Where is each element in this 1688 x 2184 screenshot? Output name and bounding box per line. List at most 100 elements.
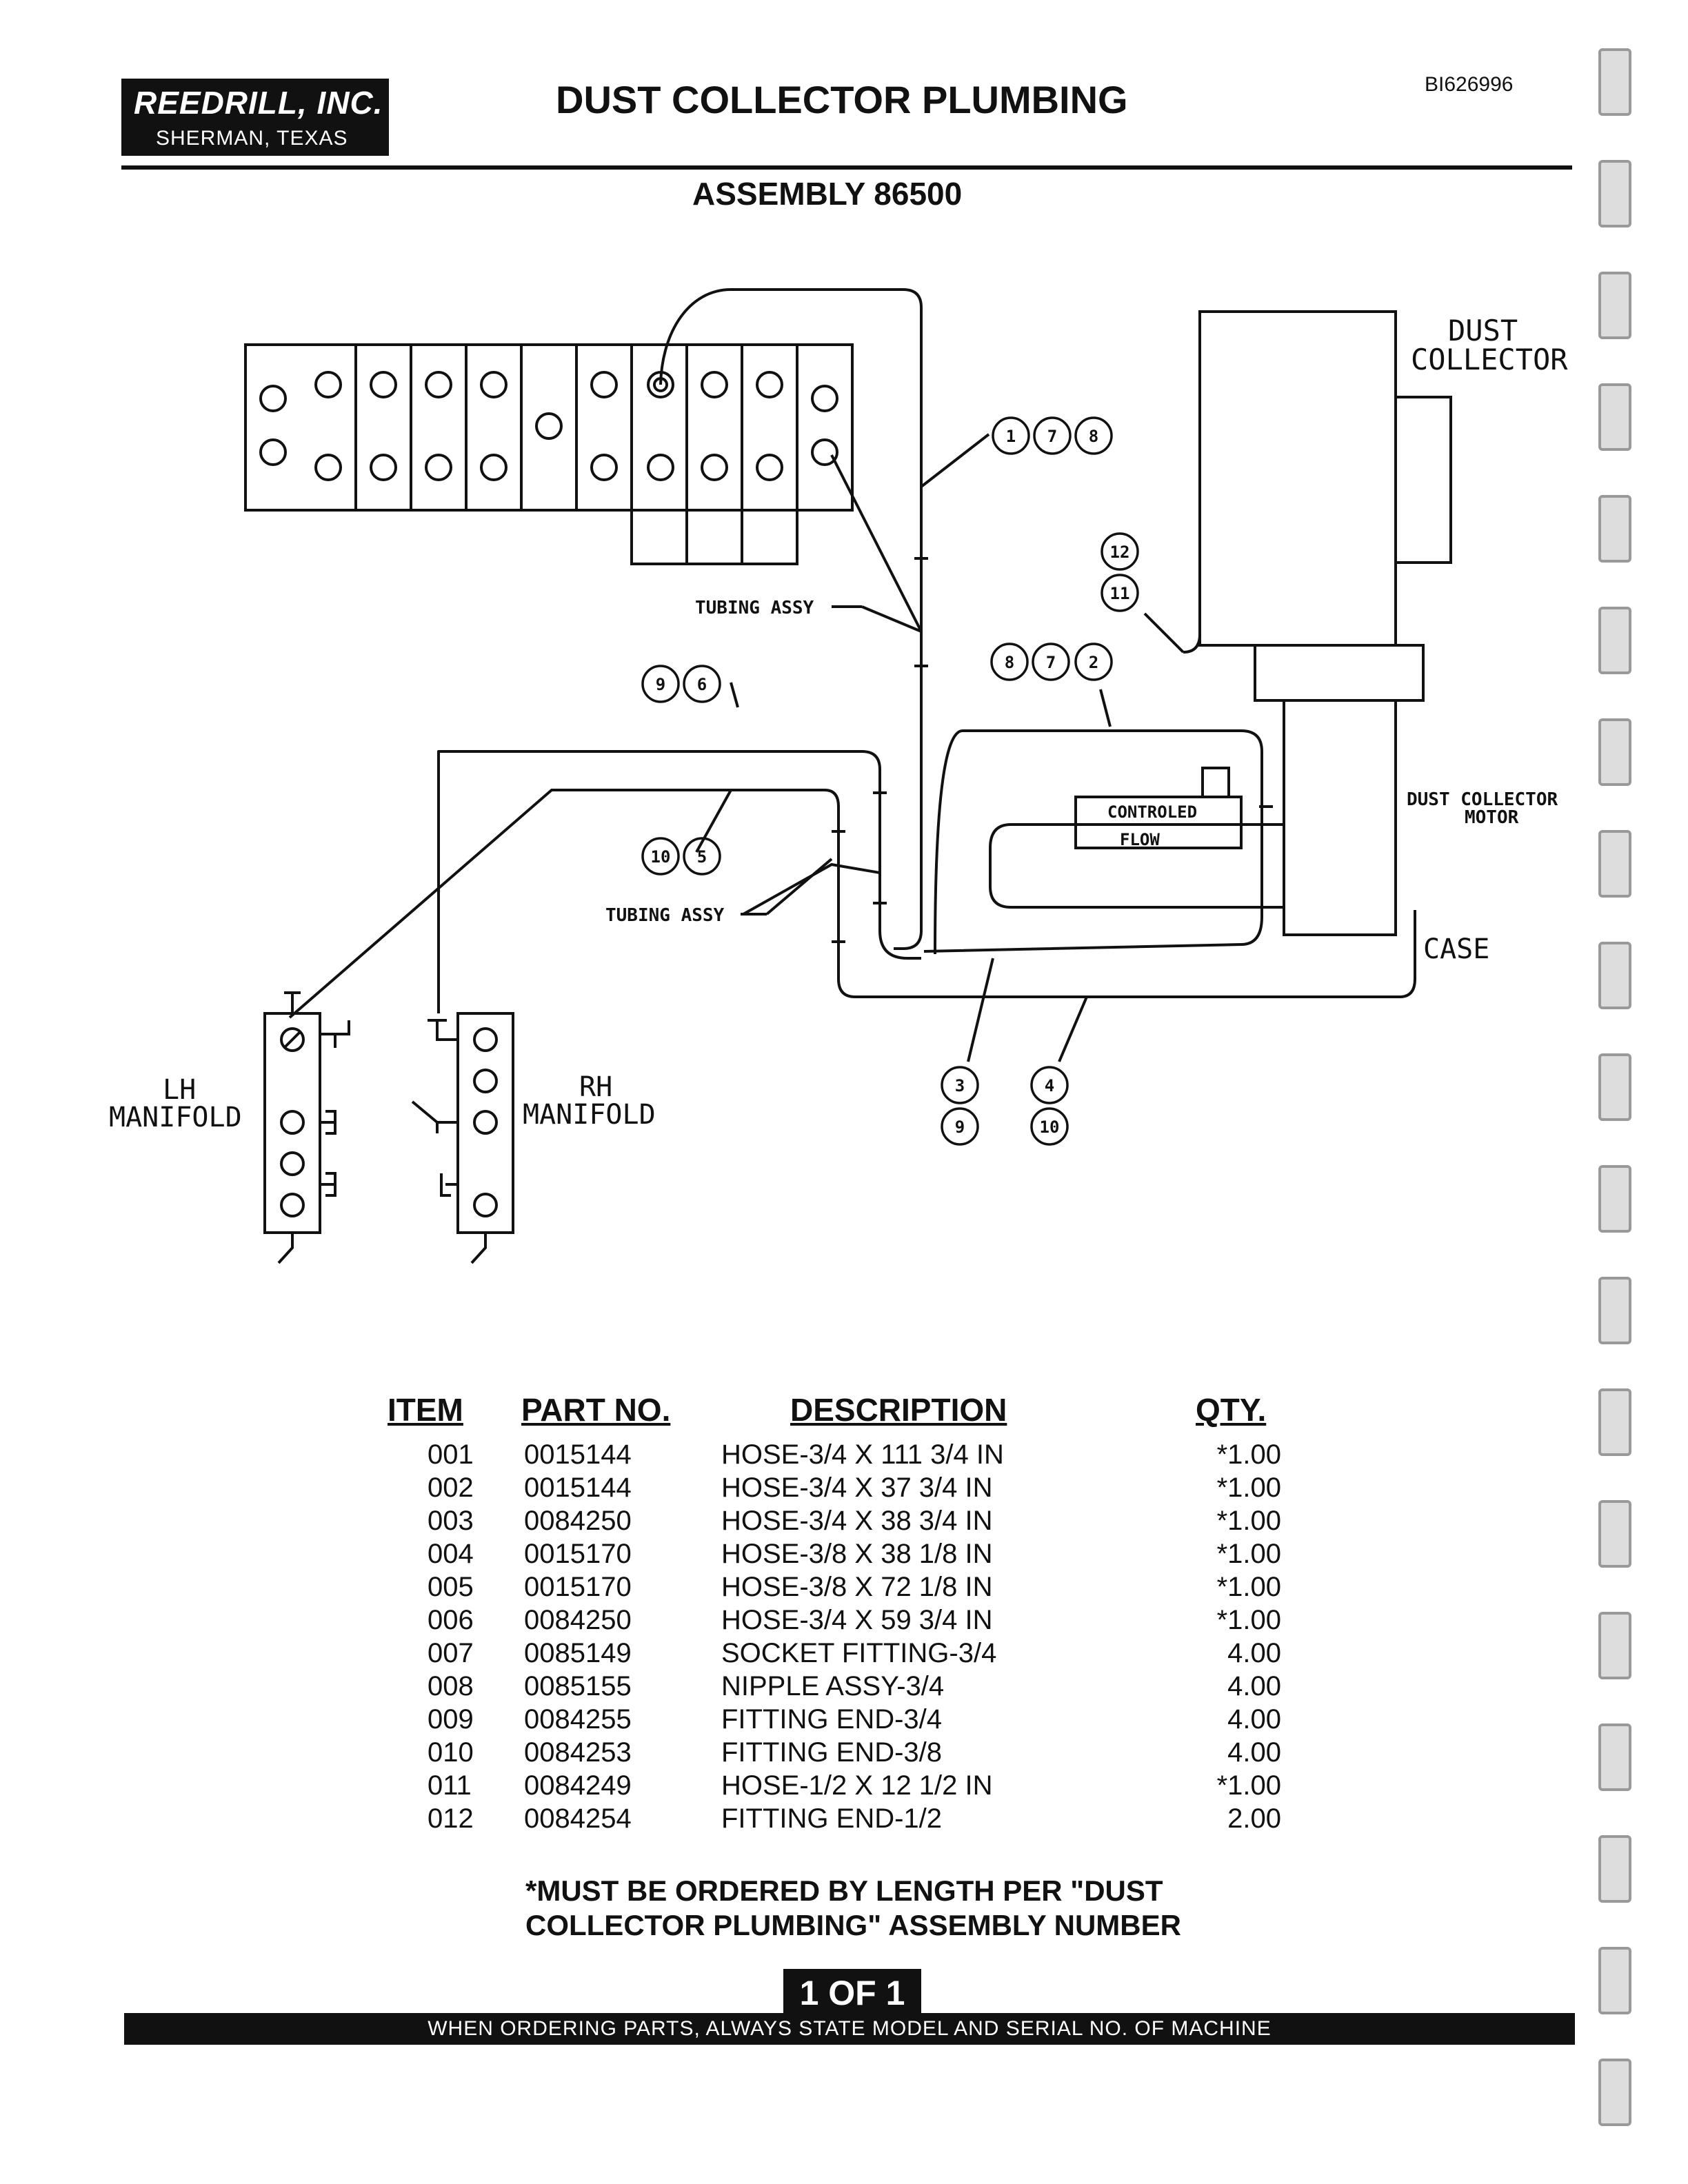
- controled-label: CONTROLED: [1107, 802, 1197, 822]
- part-no-cell: 0084255: [524, 1704, 632, 1735]
- item-cell: 009: [428, 1704, 474, 1735]
- dust-collector: [1198, 310, 1452, 936]
- rh-manifold-label: MANIFOLD: [523, 1099, 656, 1131]
- description-cell: NIPPLE ASSY-3/4: [721, 1671, 945, 1701]
- col-header-part-no: PART NO.: [521, 1392, 671, 1428]
- part-no-cell: 0085155: [524, 1671, 632, 1701]
- qty-cell: 4.00: [1227, 1638, 1281, 1668]
- controled-flow-valve: [1074, 767, 1243, 849]
- rh-label: RH: [579, 1071, 612, 1103]
- col-header-description: DESCRIPTION: [790, 1392, 1007, 1428]
- callout-numbers: 1 7 8 12 11 8 7 2 9 6 10 5 3 9 4 10: [651, 427, 1130, 1137]
- callout-number: 3: [955, 1076, 965, 1095]
- binding-hole: [1598, 1500, 1631, 1568]
- qty-cell: 4.00: [1227, 1737, 1281, 1768]
- case-label: CASE: [1423, 933, 1489, 965]
- qty-cell: *1.00: [1216, 1506, 1281, 1536]
- item-cell: 008: [428, 1671, 474, 1701]
- description-cell: HOSE-3/4 X 59 3/4 IN: [721, 1605, 993, 1635]
- item-cell: 003: [428, 1506, 474, 1536]
- qty-cell: 4.00: [1227, 1671, 1281, 1701]
- item-cell: 007: [428, 1638, 474, 1668]
- qty-cell: *1.00: [1216, 1473, 1281, 1503]
- col-header-qty: QTY.: [1196, 1392, 1267, 1428]
- callout-number: 10: [651, 847, 671, 867]
- binding-hole: [1598, 942, 1631, 1009]
- description-cell: SOCKET FITTING-3/4: [721, 1638, 997, 1668]
- item-cell: 001: [428, 1439, 474, 1470]
- part-no-cell: 0084253: [524, 1737, 632, 1768]
- description-cell: HOSE-3/4 X 37 3/4 IN: [721, 1473, 993, 1503]
- part-no-cell: 0084250: [524, 1506, 632, 1536]
- binding-hole: [1598, 1053, 1631, 1121]
- dust-collector-motor-label-2: MOTOR: [1465, 807, 1519, 828]
- callout-number: 5: [697, 847, 707, 867]
- item-cell: 002: [428, 1473, 474, 1503]
- callout-number: 2: [1089, 653, 1098, 672]
- item-cell: 005: [428, 1572, 474, 1602]
- description-cell: HOSE-1/2 X 12 1/2 IN: [721, 1770, 993, 1801]
- description-cell: FITTING END-3/4: [721, 1704, 943, 1735]
- description-cell: FITTING END-1/2: [721, 1803, 943, 1834]
- callout-number: 8: [1089, 427, 1098, 446]
- part-no-cell: 0084254: [524, 1803, 632, 1834]
- hose-lines: [288, 288, 1416, 1062]
- item-cell: 006: [428, 1605, 474, 1635]
- qty-cell: *1.00: [1216, 1539, 1281, 1569]
- ordering-note-line: *MUST BE ORDERED BY LENGTH PER "DUST: [525, 1874, 1163, 1907]
- description-cell: HOSE-3/8 X 38 1/8 IN: [721, 1539, 993, 1569]
- callout-number: 9: [656, 675, 665, 694]
- qty-cell: *1.00: [1216, 1770, 1281, 1801]
- binding-hole: [1598, 383, 1631, 451]
- qty-cell: 2.00: [1227, 1803, 1281, 1834]
- tubing-assy-label: TUBING ASSY: [695, 598, 814, 618]
- callout-number: 7: [1046, 653, 1056, 672]
- dust-collector-label-2: COLLECTOR: [1411, 343, 1568, 376]
- binding-hole: [1598, 1165, 1631, 1233]
- binding-hole: [1598, 1723, 1631, 1791]
- binding-hole: [1598, 48, 1631, 116]
- ordering-note-line: COLLECTOR PLUMBING" ASSEMBLY NUMBER: [525, 1909, 1181, 1941]
- table-row: 010 0084253 FITTING END-3/8 4.00: [0, 1737, 1688, 1770]
- company-logo: REEDRILL, INC. SHERMAN, TEXAS: [121, 79, 389, 156]
- company-location: SHERMAN, TEXAS: [156, 127, 348, 150]
- rh-manifold: [411, 1012, 514, 1264]
- footer-banner: WHEN ORDERING PARTS, ALWAYS STATE MODEL …: [124, 2013, 1575, 2045]
- binding-hole: [1598, 1612, 1631, 1679]
- tubing-assy-label: TUBING ASSY: [605, 905, 725, 926]
- page-title: DUST COLLECTOR PLUMBING: [556, 78, 1128, 121]
- binding-hole: [1598, 160, 1631, 228]
- description-cell: HOSE-3/4 X 111 3/4 IN: [721, 1439, 1004, 1470]
- part-no-cell: 0015170: [524, 1539, 632, 1569]
- assembly-title: ASSEMBLY 86500: [692, 176, 963, 212]
- plumbing-diagram: 1 7 8 12 11 8 7 2 9 6 10 5 3 9 4 10 DUST…: [109, 288, 1568, 1264]
- callouts: [641, 416, 1139, 1146]
- callout-number: 11: [1110, 584, 1130, 603]
- callout-number: 7: [1047, 427, 1057, 446]
- description-cell: HOSE-3/8 X 72 1/8 IN: [721, 1572, 993, 1602]
- part-no-cell: 0015144: [524, 1439, 632, 1470]
- qty-cell: *1.00: [1216, 1572, 1281, 1602]
- callout-number: 9: [955, 1118, 965, 1137]
- col-header-item: ITEM: [388, 1392, 463, 1428]
- callout-number: 8: [1005, 653, 1014, 672]
- ordering-note: *MUST BE ORDERED BY LENGTH PER "DUST COL…: [525, 1874, 1181, 1943]
- binding-hole: [1598, 272, 1631, 339]
- dust-collector-motor-label: DUST COLLECTOR: [1407, 789, 1558, 810]
- callout-number: 1: [1006, 427, 1016, 446]
- item-cell: 010: [428, 1737, 474, 1768]
- header-rule: [121, 165, 1572, 170]
- lh-label: LH: [163, 1074, 196, 1106]
- part-no-cell: 0085149: [524, 1638, 632, 1668]
- lh-manifold-label: MANIFOLD: [109, 1102, 242, 1133]
- description-cell: FITTING END-3/8: [721, 1737, 943, 1768]
- binding-hole: [1598, 495, 1631, 563]
- callout-number: 6: [697, 675, 707, 694]
- table-row: 008 0085155 NIPPLE ASSY-3/4 4.00: [0, 1671, 1688, 1704]
- binding-hole: [1598, 2059, 1631, 2126]
